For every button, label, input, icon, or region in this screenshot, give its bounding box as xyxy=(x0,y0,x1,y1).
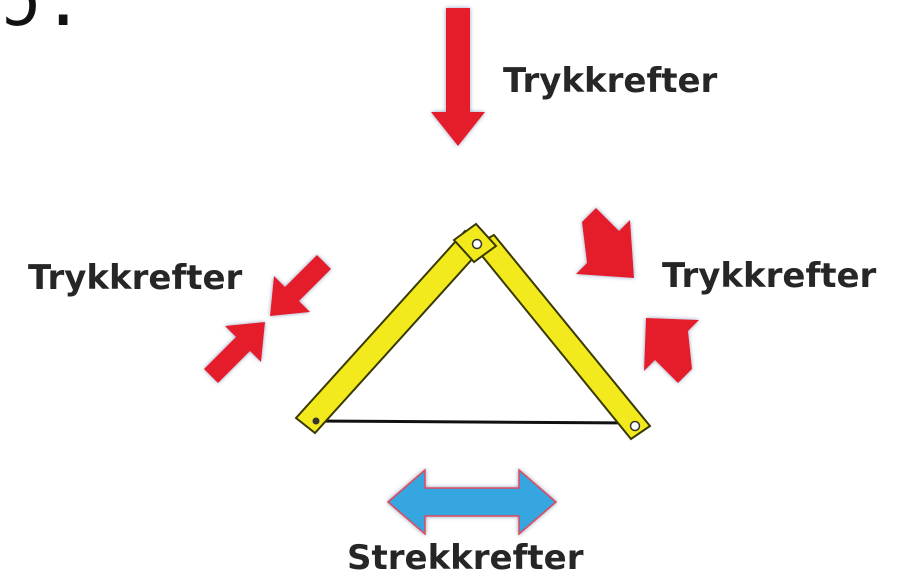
compression-arrow-right-upper xyxy=(576,208,634,278)
apex-pivot xyxy=(471,238,483,250)
label-tension: Strekkrefter xyxy=(347,538,584,578)
cropped-corner-text: ɔ. xyxy=(0,0,85,42)
truss-left-beam xyxy=(294,229,486,435)
truss-bottom-tie xyxy=(311,419,637,425)
tension-arrow xyxy=(386,468,558,536)
compression-arrow-left-lower xyxy=(204,322,265,383)
compression-arrow-left-upper xyxy=(270,255,331,316)
left-pivot xyxy=(312,417,320,425)
label-right-compression: Trykkrefter xyxy=(662,256,877,296)
compression-arrow-right-lower xyxy=(644,318,699,383)
label-top-compression: Trykkrefter xyxy=(503,61,718,101)
label-left-compression: Trykkrefter xyxy=(28,258,243,298)
compression-arrow-top xyxy=(431,8,485,146)
right-pivot xyxy=(629,420,641,432)
